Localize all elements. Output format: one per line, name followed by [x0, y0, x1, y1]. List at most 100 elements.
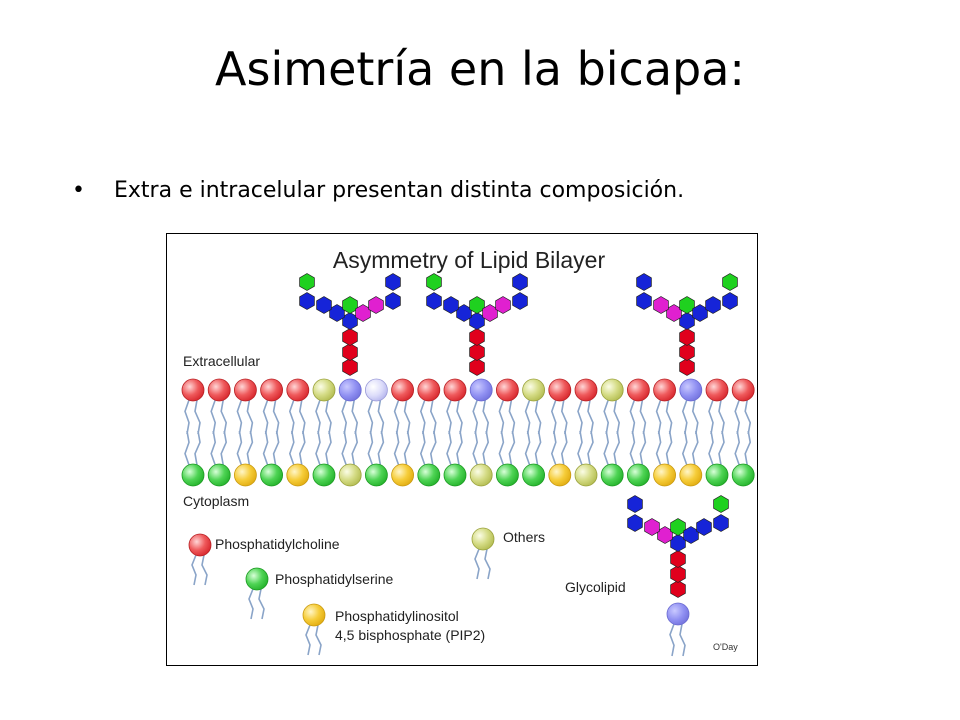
- sugar-hexagon: [426, 273, 442, 291]
- outer-tail-7: [367, 399, 385, 435]
- legend-head-glyco: [666, 602, 690, 626]
- sugar-hexagon: [670, 534, 686, 552]
- legend: Phosphatidylcholine Phosphatidylserine P…: [188, 495, 729, 657]
- legend-tail: [191, 554, 208, 586]
- inner-tail-0: [184, 430, 201, 466]
- inner-head-ps-17: [626, 463, 650, 487]
- outer-head-glyco_light-7: [364, 378, 388, 402]
- legend-pip2-label-2: 4,5 bisphosphate (PIP2): [335, 627, 485, 643]
- inner-head-others-15: [574, 463, 598, 487]
- outer-head-pc-8: [391, 378, 415, 402]
- glycan-chains: [299, 273, 738, 376]
- inner-tail-17: [629, 430, 647, 466]
- sugar-hexagon: [653, 296, 669, 314]
- outer-head-glyco-19: [679, 378, 703, 402]
- inner-head-ps-13: [522, 463, 546, 487]
- inner-tail-8: [393, 430, 411, 466]
- legend-ps-label: Phosphatidylserine: [275, 571, 394, 587]
- outer-tail-8: [393, 399, 411, 435]
- inner-leaflet: [181, 463, 755, 487]
- inner-tail-2: [236, 430, 254, 466]
- outer-tail-9: [419, 399, 437, 435]
- outer-head-pc-1: [207, 378, 231, 402]
- inner-head-pip2-14: [548, 463, 572, 487]
- inner-head-ps-5: [312, 463, 336, 487]
- sugar-hexagon: [299, 292, 315, 310]
- outer-leaflet: [181, 378, 755, 402]
- sugar-hexagon: [627, 514, 643, 532]
- legend-pip2-label-1: Phosphatidylinositol: [335, 608, 459, 624]
- outer-tail-16: [603, 399, 621, 435]
- outer-tail-20: [708, 399, 725, 435]
- glycan-tree-1: [299, 273, 401, 376]
- outer-tail-4: [288, 399, 306, 435]
- legend-head-pc: [188, 533, 212, 557]
- inner-tail-13: [524, 430, 542, 466]
- inner-tail-19: [681, 430, 699, 466]
- sugar-hexagon: [683, 526, 699, 544]
- outer-tail-10: [446, 399, 463, 435]
- inner-head-pip2-18: [653, 463, 677, 487]
- sugar-hexagon: [657, 526, 673, 544]
- outer-head-pc-21: [731, 378, 755, 402]
- legend-head-others: [471, 527, 495, 551]
- sugar-hexagon: [385, 292, 401, 310]
- inner-tail-10: [446, 430, 463, 466]
- inner-head-pip2-19: [679, 463, 703, 487]
- sugar-hexagon: [722, 292, 738, 310]
- inner-head-ps-3: [260, 463, 283, 487]
- sugar-hexagon: [679, 328, 695, 346]
- legend-glycolipid-label: Glycolipid: [565, 579, 626, 595]
- legend-head-pip2: [302, 603, 326, 627]
- outer-head-pc-12: [495, 378, 519, 402]
- sugar-hexagon: [666, 304, 682, 322]
- outer-head-pc-2: [234, 378, 257, 402]
- outer-head-pc-18: [653, 378, 677, 402]
- glycan-tree-legend: [627, 495, 729, 598]
- inner-head-ps-12: [495, 463, 519, 487]
- inner-head-ps-7: [364, 463, 388, 487]
- legend-tail: [248, 588, 265, 620]
- sugar-hexagon: [713, 495, 729, 513]
- bullet-text: Extra e intracelular presentan distinta …: [114, 178, 685, 203]
- legend-glyco-tail: [669, 623, 686, 657]
- outer-tail-21: [734, 399, 752, 435]
- sugar-hexagon: [679, 358, 695, 376]
- outer-head-others-5: [312, 378, 336, 402]
- sugar-hexagon: [426, 292, 442, 310]
- outer-head-pc-10: [443, 378, 467, 402]
- sugar-hexagon: [670, 550, 686, 568]
- legend-pc-symbol: [188, 533, 212, 586]
- sugar-hexagon: [696, 518, 712, 536]
- sugar-hexagon: [469, 343, 485, 361]
- sugar-hexagon: [469, 312, 485, 330]
- inner-tail-11: [472, 430, 490, 466]
- inner-tail-12: [498, 430, 516, 466]
- credit-label: O'Day: [713, 642, 738, 652]
- sugar-hexagon: [342, 328, 358, 346]
- outer-tail-5: [315, 399, 332, 435]
- sugar-hexagon: [482, 304, 498, 322]
- sugar-hexagon: [670, 580, 686, 598]
- outer-tail-11: [472, 399, 490, 435]
- outer-head-pc-0: [181, 378, 205, 402]
- sugar-hexagon: [692, 304, 708, 322]
- outer-tail-0: [184, 399, 201, 435]
- outer-head-others-13: [522, 378, 546, 402]
- outer-head-pc-9: [417, 378, 441, 402]
- sugar-hexagon: [469, 296, 485, 314]
- inner-head-ps-20: [705, 463, 729, 487]
- sugar-hexagon: [636, 273, 652, 291]
- sugar-hexagon: [512, 292, 528, 310]
- outer-tail-12: [498, 399, 516, 435]
- outer-head-pc-4: [286, 378, 310, 402]
- sugar-hexagon: [385, 273, 401, 291]
- outer-tail-15: [577, 399, 594, 435]
- sugar-hexagon: [469, 328, 485, 346]
- sugar-hexagon: [670, 565, 686, 583]
- sugar-hexagon: [299, 273, 315, 291]
- outer-head-pc-15: [574, 378, 598, 402]
- outer-tail-14: [550, 399, 568, 435]
- inner-head-ps-16: [600, 463, 624, 487]
- inner-head-ps-9: [417, 463, 441, 487]
